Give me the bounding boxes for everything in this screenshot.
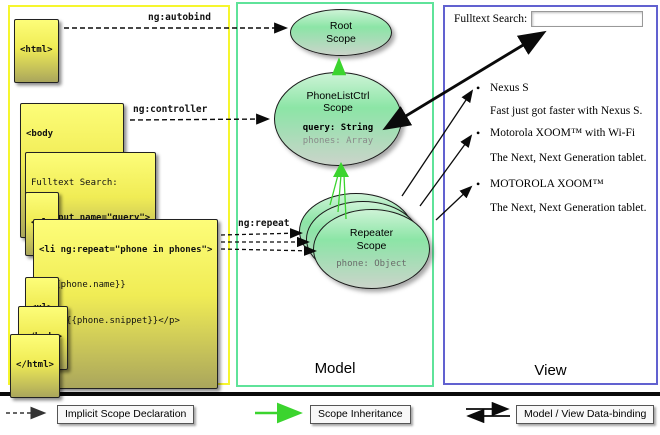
code-box-html-close: </html> bbox=[10, 334, 60, 399]
view-item-title: • Nexus S bbox=[476, 81, 529, 95]
bullet-icon: • bbox=[476, 81, 481, 95]
view-item-title-text: MOTOROLA XOOM™ bbox=[490, 178, 604, 190]
code-li-line3: <p>{{phone.snippet}}</p> bbox=[39, 315, 180, 326]
code-box-html-open: <html> bbox=[14, 19, 59, 84]
view-item-title-text: Motorola XOOM™ with Wi-Fi bbox=[490, 127, 636, 139]
view-item-desc-text: The Next, Next Generation tablet. bbox=[490, 152, 647, 164]
ng-autobind-label: ng:autobind bbox=[148, 12, 211, 23]
phonelist-scope-name-line2: Scope bbox=[323, 102, 353, 115]
code-li-line2: {{phone.name}} bbox=[39, 280, 126, 291]
view-item-desc: The Next, Next Generation tablet. bbox=[490, 202, 646, 214]
code-li-line1: <li ng:repeat="phone in phones"> bbox=[39, 245, 213, 256]
view-item-title: • Motorola XOOM™ with Wi-Fi bbox=[476, 126, 636, 140]
legend-separator bbox=[0, 392, 660, 396]
view-column-title: View bbox=[534, 362, 567, 379]
view-item-desc: Fast just got faster with Nexus S. bbox=[490, 105, 642, 117]
code-fulltext-label: Fulltext Search: bbox=[31, 178, 118, 189]
code-body-line1: <body bbox=[26, 129, 54, 140]
phonelist-scope-name-line1: PhoneListCtrl bbox=[306, 89, 370, 102]
root-scope-ellipse: Root Scope bbox=[290, 9, 392, 56]
view-item-desc: The Next, Next Generation tablet. bbox=[490, 152, 646, 164]
bullet-icon: • bbox=[476, 177, 481, 191]
code-html-close-text: </html> bbox=[16, 360, 54, 371]
fulltext-search-label: Fulltext Search: bbox=[454, 13, 528, 25]
repeater-scope-prop-phone: phone: Object bbox=[336, 258, 407, 269]
ng-controller-label: ng:controller bbox=[133, 104, 208, 115]
root-scope-name-line2: Scope bbox=[326, 32, 356, 45]
view-item-desc-text: The Next, Next Generation tablet. bbox=[490, 202, 647, 214]
view-item-desc-text: Fast just got faster with Nexus S. bbox=[490, 105, 643, 117]
view-item-title-text: Nexus S bbox=[490, 82, 529, 94]
view-item-title: • MOTOROLA XOOM™ bbox=[476, 177, 604, 191]
legend-scope-inheritance-box: Scope Inheritance bbox=[310, 405, 411, 424]
fulltext-search-input[interactable] bbox=[531, 11, 643, 27]
legend-implicit-scope-box: Implicit Scope Declaration bbox=[57, 405, 195, 424]
root-scope-name-line1: Root bbox=[329, 19, 353, 32]
view-column: View bbox=[443, 5, 658, 385]
ng-repeat-label: ng:repeat bbox=[238, 218, 290, 229]
code-html-open-text: <html> bbox=[20, 45, 53, 56]
repeater-scope-name-line1: Repeater bbox=[349, 227, 394, 240]
repeater-scope-name-line2: Scope bbox=[356, 239, 387, 252]
phonelist-scope-prop-phones: phones: Array bbox=[302, 136, 374, 147]
bullet-icon: • bbox=[476, 126, 481, 140]
phonelistctrl-scope-ellipse: PhoneListCtrl Scope query: String phones… bbox=[274, 72, 402, 166]
repeater-scope-ellipse: Repeater Scope phone: Object bbox=[313, 209, 430, 289]
legend-data-binding-box: Model / View Data-binding bbox=[516, 405, 655, 424]
model-column-title: Model bbox=[314, 360, 356, 377]
phonelist-scope-prop-query: query: String bbox=[302, 123, 374, 134]
